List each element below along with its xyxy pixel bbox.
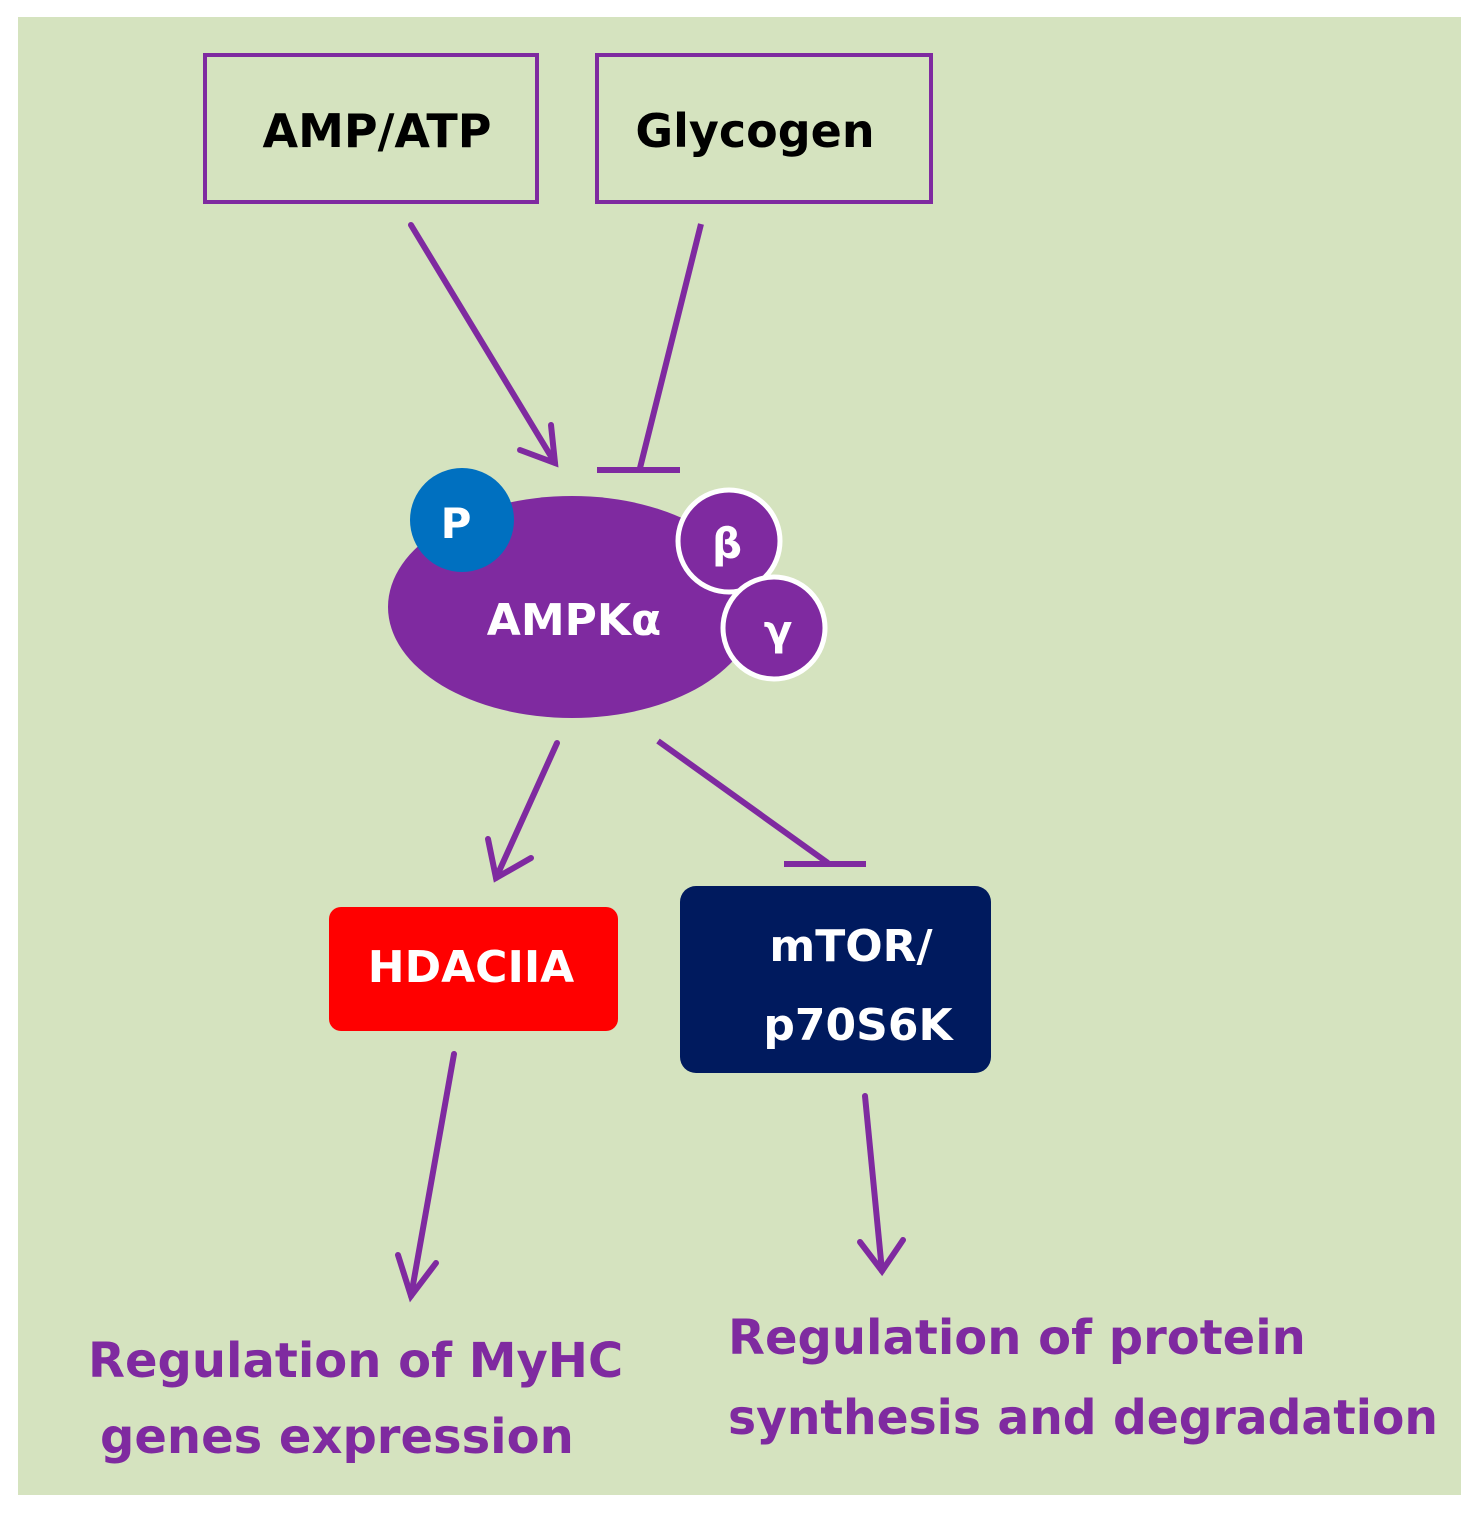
mtor-to-outcome-arrow: [857, 1093, 906, 1277]
glycogen-label: Glycogen: [635, 104, 874, 158]
hdac-to-outcome-arrow: [395, 1051, 457, 1303]
hdac-box: [329, 907, 618, 1031]
outcome-left-line1: Regulation of MyHC: [88, 1333, 623, 1389]
hdac-node: HDACIIA: [329, 907, 618, 1031]
beta-subunit-circle: [675, 487, 783, 595]
phospho-label: P: [441, 499, 472, 548]
mtor-label-line2: p70S6K: [763, 1000, 954, 1051]
outcome-right-line2: synthesis and degradation: [728, 1390, 1438, 1446]
amp-atp-box: [203, 53, 539, 204]
glycogen-node: Glycogen: [595, 53, 933, 204]
outcome-right-line1: Regulation of protein: [728, 1310, 1306, 1366]
ampk-alpha-label: AMPKα: [487, 595, 661, 646]
mtor-node: mTOR/ p70S6K: [680, 886, 991, 1073]
beta-subunit-label: β: [712, 519, 742, 568]
amp-atp-label: AMP/ATP: [262, 104, 491, 158]
ampk-complex: AMPKα P β γ: [388, 468, 828, 718]
mtor-label-line1: mTOR/: [769, 921, 933, 972]
mtor-box: [680, 886, 991, 1073]
ampk-to-mtor-inhibition: [656, 738, 866, 867]
hdac-label: HDACIIA: [368, 942, 575, 993]
gamma-subunit-circle: [720, 574, 828, 682]
glycogen-inhibition-arrow: [597, 223, 704, 473]
gamma-subunit-label: γ: [764, 606, 793, 655]
glycogen-box: [595, 53, 933, 204]
outcome-left-line2: genes expression: [100, 1409, 574, 1465]
diagram-background: [18, 17, 1461, 1495]
amp-atp-activation-arrow: [408, 222, 559, 468]
phospho-circle: [410, 468, 514, 572]
ampk-to-hdac-arrow: [485, 740, 560, 883]
amp-atp-node: AMP/ATP: [203, 53, 539, 204]
